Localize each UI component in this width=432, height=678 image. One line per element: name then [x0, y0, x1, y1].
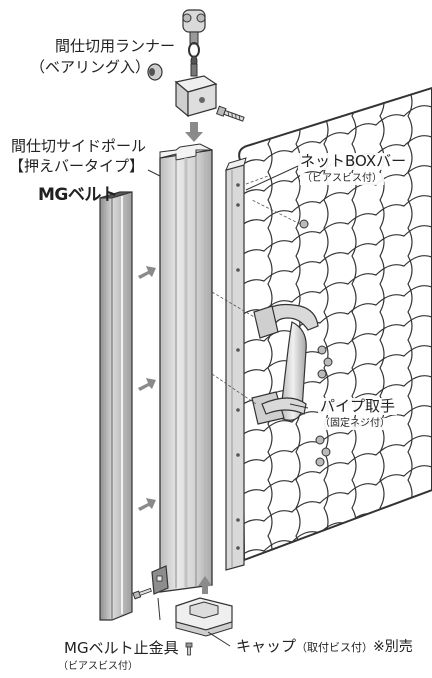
net-strand-horizontal: [239, 456, 432, 531]
cap-label-sub: （取付ビス付）: [296, 641, 374, 654]
net-strand-horizontal: [239, 96, 432, 171]
sold-separately-label: ※別売: [373, 639, 413, 655]
cap: [175, 576, 233, 656]
net-box-bar-screw: [251, 199, 309, 229]
cap-label-main: キャップ: [236, 637, 297, 655]
side-pole: [159, 143, 213, 593]
net-strand-horizontal: [239, 156, 432, 231]
mg-belt: [99, 191, 133, 621]
side-pole-label: 間仕切サイドポール: [11, 137, 147, 155]
net-strand-horizontal: [239, 396, 432, 471]
net-panel: [238, 86, 432, 562]
runner-sub-label: （ベアリング入）: [30, 58, 151, 76]
net-box-bar: [225, 157, 247, 571]
net-strand-vertical: [267, 88, 273, 560]
pipe-handle-label: パイプ取手: [318, 397, 398, 416]
cap-label: キャップ（取付ビス付）※別売: [236, 637, 413, 655]
net-strand-horizontal: [239, 216, 432, 291]
pipe-handle: [251, 303, 333, 467]
mg-belt-stopper-label: MGベルト止金具: [64, 639, 179, 657]
mg-belt-stopper-sub-label: （ビアスビス付）: [58, 661, 138, 672]
pipe-handle-sub-label: （固定ネジ付）: [318, 418, 392, 430]
belt-arrows: [138, 266, 156, 511]
net-strand-horizontal: [239, 426, 432, 501]
net-strand-horizontal: [239, 306, 432, 381]
mg-belt-stopper: [132, 565, 169, 600]
net-box-bar-sub-label: （ビアスビス付）: [300, 173, 384, 185]
net-box-bar-label: ネットBOXバー: [298, 152, 409, 171]
mg-belt-label: MGベルト: [38, 185, 118, 205]
runner-assembly: [147, 9, 245, 142]
net-strand-vertical: [323, 88, 329, 560]
net-strand-horizontal: [239, 246, 432, 321]
guide-lines: [211, 175, 269, 405]
runner-label: 間仕切用ランナー: [55, 37, 176, 55]
net-strand-horizontal: [239, 186, 432, 261]
leader-lines: [147, 165, 309, 647]
net-strand-horizontal: [239, 546, 432, 560]
side-pole-type-label: 【押えバータイプ】: [9, 157, 145, 175]
